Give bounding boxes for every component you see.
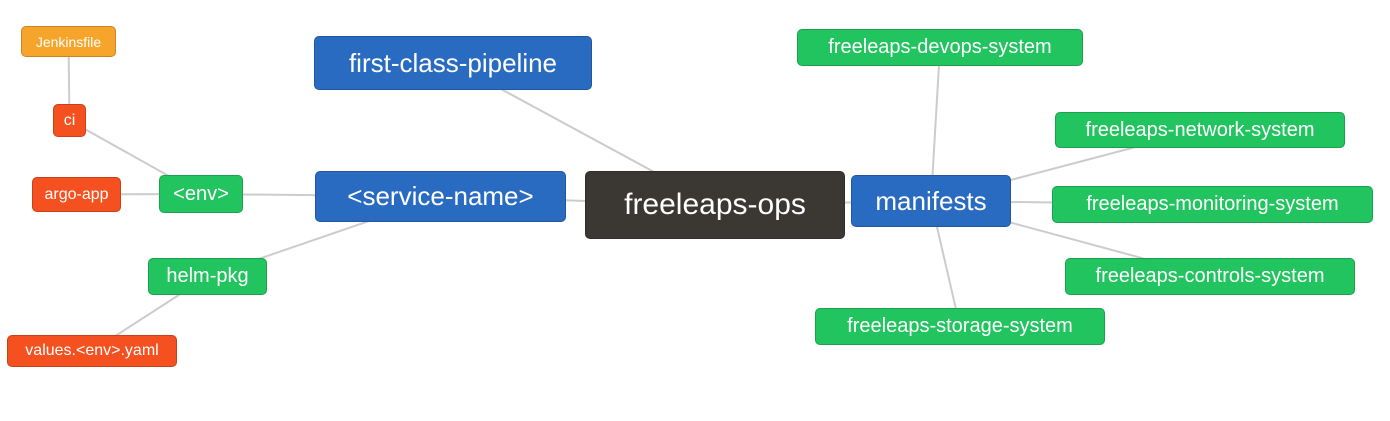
node-argo-app[interactable]: argo-app xyxy=(32,177,121,212)
node-first-class-pipeline[interactable]: first-class-pipeline xyxy=(314,36,592,90)
node-controls-system[interactable]: freeleaps-controls-system xyxy=(1065,258,1355,295)
node-devops-system[interactable]: freeleaps-devops-system xyxy=(797,29,1083,66)
node-helm-pkg[interactable]: helm-pkg xyxy=(148,258,267,295)
node-freeleaps-ops[interactable]: freeleaps-ops xyxy=(585,171,845,239)
node-monitoring-system[interactable]: freeleaps-monitoring-system xyxy=(1052,186,1373,223)
node-values-env-yaml[interactable]: values.<env>.yaml xyxy=(7,335,177,367)
node-ci[interactable]: ci xyxy=(53,104,86,137)
node-storage-system[interactable]: freeleaps-storage-system xyxy=(815,308,1105,345)
node-network-system[interactable]: freeleaps-network-system xyxy=(1055,112,1345,148)
node-manifests[interactable]: manifests xyxy=(851,175,1011,227)
node-env[interactable]: <env> xyxy=(159,175,243,213)
node-jenkinsfile[interactable]: Jenkinsfile xyxy=(21,26,116,57)
node-service-name[interactable]: <service-name> xyxy=(315,171,566,222)
